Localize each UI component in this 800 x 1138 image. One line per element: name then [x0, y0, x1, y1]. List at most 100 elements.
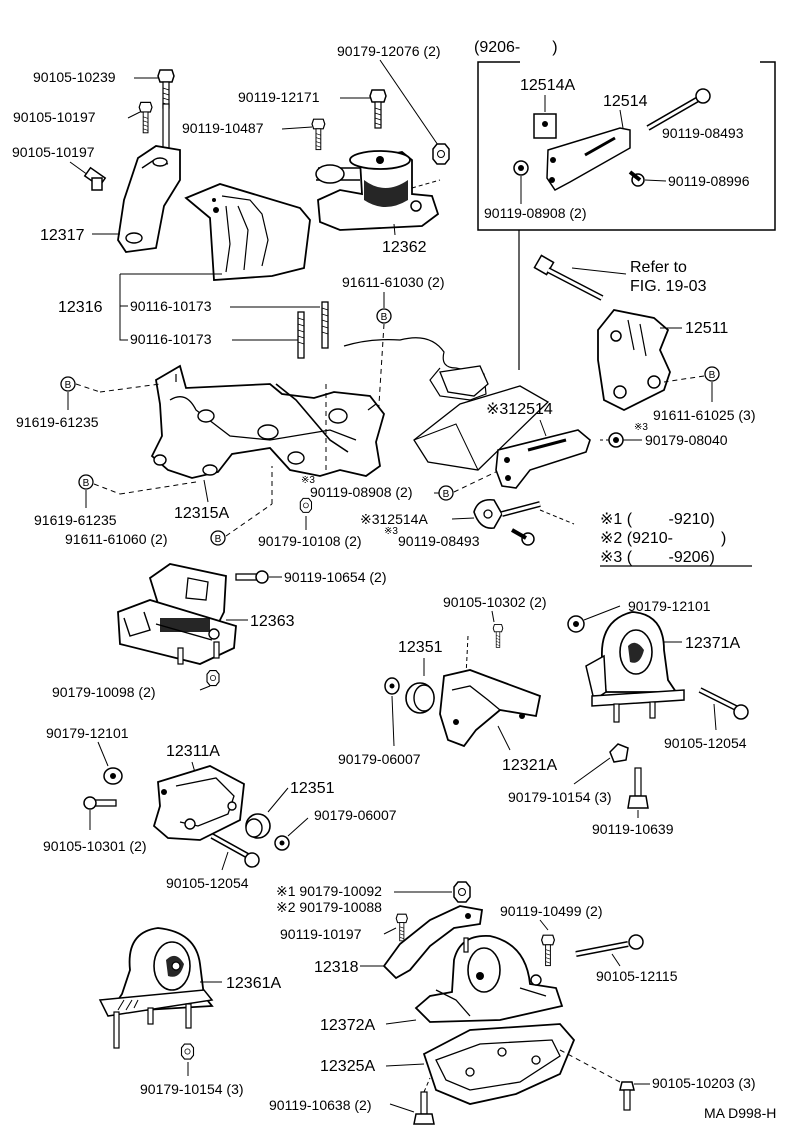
label-12371A: 12371A	[685, 635, 740, 652]
part-12514A-block-star3	[473, 498, 503, 529]
label-90179-08040: 90179-08040	[645, 432, 728, 448]
note-3: ※3 ( -9206)	[600, 549, 715, 566]
label-12315A: 12315A	[174, 505, 229, 522]
label-91619-61235a: 91619-61235	[16, 414, 99, 430]
part-12316-cover	[184, 183, 311, 281]
label-90105-10197b: 90105-10197	[12, 144, 95, 160]
label-90119-08493-inset: 90119-08493	[662, 125, 744, 141]
label-90119-08908-inset: 90119-08908 (2)	[484, 205, 586, 221]
bolt-90105-10197a	[138, 101, 153, 134]
label-91619-61235b: 91619-61235	[34, 512, 117, 528]
nut-90179-06007a	[384, 677, 400, 695]
part-12511-bracket	[597, 309, 671, 412]
bolt-90105-12054a	[698, 687, 749, 720]
label-91611-61060: 91611-61060 (2)	[65, 531, 167, 547]
label-90119-08493-lower: 90119-08493	[398, 533, 480, 549]
bolt-90119-10654	[235, 570, 269, 584]
label-90119-10654: 90119-10654 (2)	[284, 569, 386, 585]
label-12318: 12318	[314, 959, 359, 976]
nut-90179-12101b	[103, 767, 123, 785]
label-refer-to: Refer to	[630, 259, 687, 276]
label-90179-10088: ※2 90179-10088	[276, 899, 382, 915]
nut-90179-10092	[453, 881, 471, 903]
label-90179-10154a: 90179-10154 (3)	[508, 789, 612, 805]
label-91611-61025: 91611-61025 (3)	[653, 407, 755, 423]
label-90179-12101a: 90179-12101	[628, 598, 711, 614]
label-12372A: 12372A	[320, 1017, 375, 1034]
label-90119-10487: 90119-10487	[182, 120, 264, 136]
label-12511: 12511	[685, 320, 728, 337]
nut-90179-08040	[608, 432, 624, 448]
label-12351b: 12351	[290, 780, 335, 797]
note-1: ※1 ( -9210)	[600, 511, 715, 528]
label-12514A-star3: ※312514A	[360, 511, 428, 527]
label-90179-10092: ※1 90179-10092	[276, 883, 382, 899]
bolt-90119-10638	[413, 1091, 435, 1125]
callout-b-91611-61060: B	[210, 530, 226, 546]
nut-90119-08908-inset	[513, 160, 529, 176]
label-12325A: 12325A	[320, 1058, 375, 1075]
bolt-90119-08493-inset	[646, 88, 711, 131]
label-90105-10239: 90105-10239	[33, 69, 116, 85]
label-90119-10639: 90119-10639	[592, 821, 674, 837]
part-12371A-mount	[585, 611, 685, 723]
svg-text:B: B	[83, 478, 90, 489]
label-12514-star3: ※312514	[486, 401, 553, 418]
label-90105-12115: 90105-12115	[596, 968, 678, 984]
label-90119-08908b: 90119-08908 (2)	[310, 484, 412, 500]
label-12363: 12363	[250, 613, 295, 630]
part-12514-bracket-inset	[546, 127, 631, 191]
callout-b-91619-61235a: B	[60, 376, 76, 392]
part-12318-stay	[382, 905, 484, 980]
part-12362-engine-mount	[315, 150, 441, 231]
inset-date-range: (9206- )	[474, 39, 558, 56]
nut-90179-12076	[432, 143, 450, 165]
bolt-90119-10487	[311, 118, 326, 151]
svg-text:B: B	[65, 380, 72, 391]
bolt-90119-10197	[395, 913, 408, 942]
label-90105-10301: 90105-10301 (2)	[43, 838, 147, 854]
bolt-90105-10203	[619, 1081, 635, 1111]
label-90179-06007b: 90179-06007	[314, 807, 397, 823]
label-91611-61030: 91611-61030 (2)	[342, 274, 444, 290]
bolt-90105-12054b	[210, 833, 260, 868]
part-12351-bushing-a	[405, 682, 435, 714]
label-12362: 12362	[382, 239, 427, 256]
label-12311A: 12311A	[166, 743, 220, 760]
part-12514-bracket-star3	[413, 385, 591, 489]
label-90179-10098: 90179-10098 (2)	[52, 684, 156, 700]
svg-text:B: B	[709, 370, 716, 381]
part-12361A-mount	[98, 927, 214, 1049]
notes-block: ※1 ( -9210) ※2 (9210- ) ※3 ( -9206)	[600, 511, 752, 567]
label-90116-10173b: 90116-10173	[130, 331, 212, 347]
label-12361A: 12361A	[226, 975, 281, 992]
label-90105-10197a: 90105-10197	[13, 109, 96, 125]
label-90179-10108: 90179-10108 (2)	[258, 533, 362, 549]
svg-text:B: B	[381, 312, 388, 323]
nut-90179-10154b	[180, 1043, 195, 1060]
callout-b-91619-61235b: B	[78, 474, 94, 490]
label-90105-10203: 90105-10203 (3)	[652, 1075, 756, 1091]
part-12311A-bracket	[152, 765, 245, 841]
callout-b-91611-61030: B	[376, 308, 392, 324]
label-90179-10154b: 90179-10154 (3)	[140, 1081, 244, 1097]
nut-90179-12101a	[567, 615, 585, 633]
label-12514A-inset: 12514A	[520, 77, 575, 94]
label-fig-19-03: FIG. 19-03	[630, 278, 707, 295]
part-12372A-mount	[414, 935, 564, 1023]
note-2: ※2 (9210- )	[600, 530, 726, 547]
label-90119-12171: 90119-12171	[238, 89, 320, 105]
label-90105-10302: 90105-10302 (2)	[443, 594, 547, 610]
star3-marker-c: ※3	[384, 526, 398, 537]
nut-90179-06007b	[274, 835, 290, 851]
star3-marker-b: ※3	[634, 422, 648, 433]
label-12321A: 12321A	[502, 757, 557, 774]
label-90179-06007a: 90179-06007	[338, 751, 421, 767]
label-90116-10173a: 90116-10173	[130, 298, 212, 314]
bolt-refer-fig-19-03	[533, 254, 604, 301]
engine-outline-block	[439, 365, 489, 397]
bolt-90105-10197b	[83, 166, 107, 191]
label-90119-10499: 90119-10499 (2)	[500, 903, 602, 919]
part-12317-bracket	[117, 145, 181, 253]
